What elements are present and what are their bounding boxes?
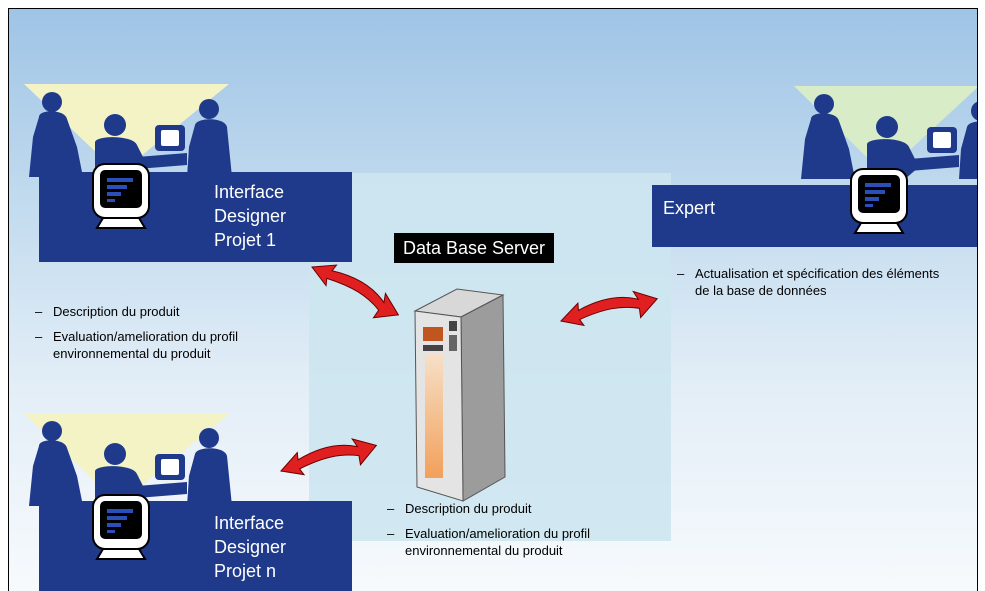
slide: Interface Designer Projet 1 Expert Inter…: [8, 8, 978, 591]
beam-designer-top: [24, 84, 229, 174]
designer-bottom-monitor-icon: [92, 494, 150, 560]
arrow-expert-server-icon: [556, 276, 662, 345]
list-item: Actualisation et spécification des éléme…: [677, 265, 947, 299]
list-item: Evaluation/amelioration du profil enviro…: [35, 328, 285, 362]
expert-users-icon: [801, 94, 977, 179]
server-label: Data Base Server: [394, 233, 554, 263]
designer-top-box: [39, 172, 352, 262]
designer-bottom-box: [39, 501, 352, 591]
beam-designer-bottom: [24, 414, 229, 504]
expert-bullets: Actualisation et spécification des éléme…: [677, 265, 947, 307]
arrow-designer-top-server-icon: [302, 256, 408, 327]
list-item: Description du produit: [35, 303, 285, 320]
expert-monitor-icon: [850, 168, 908, 234]
server-bullets: Description du produit Evaluation/amelio…: [387, 500, 622, 567]
list-item: Description du produit: [387, 500, 622, 517]
designer-top-bullets: Description du produit Evaluation/amelio…: [35, 303, 285, 370]
expert-box: [652, 185, 977, 247]
designer-bottom-label: Interface Designer Projet n: [214, 513, 287, 581]
designer-top-monitor-icon: [92, 163, 150, 229]
server-tower-icon: [413, 288, 506, 502]
designer-top-label: Interface Designer Projet 1: [214, 182, 287, 250]
expert-label: Expert: [663, 198, 716, 218]
list-item: Evaluation/amelioration du profil enviro…: [387, 525, 622, 559]
arrow-designer-bottom-server-icon: [276, 423, 382, 494]
designer-bottom-users-icon: [29, 421, 232, 506]
